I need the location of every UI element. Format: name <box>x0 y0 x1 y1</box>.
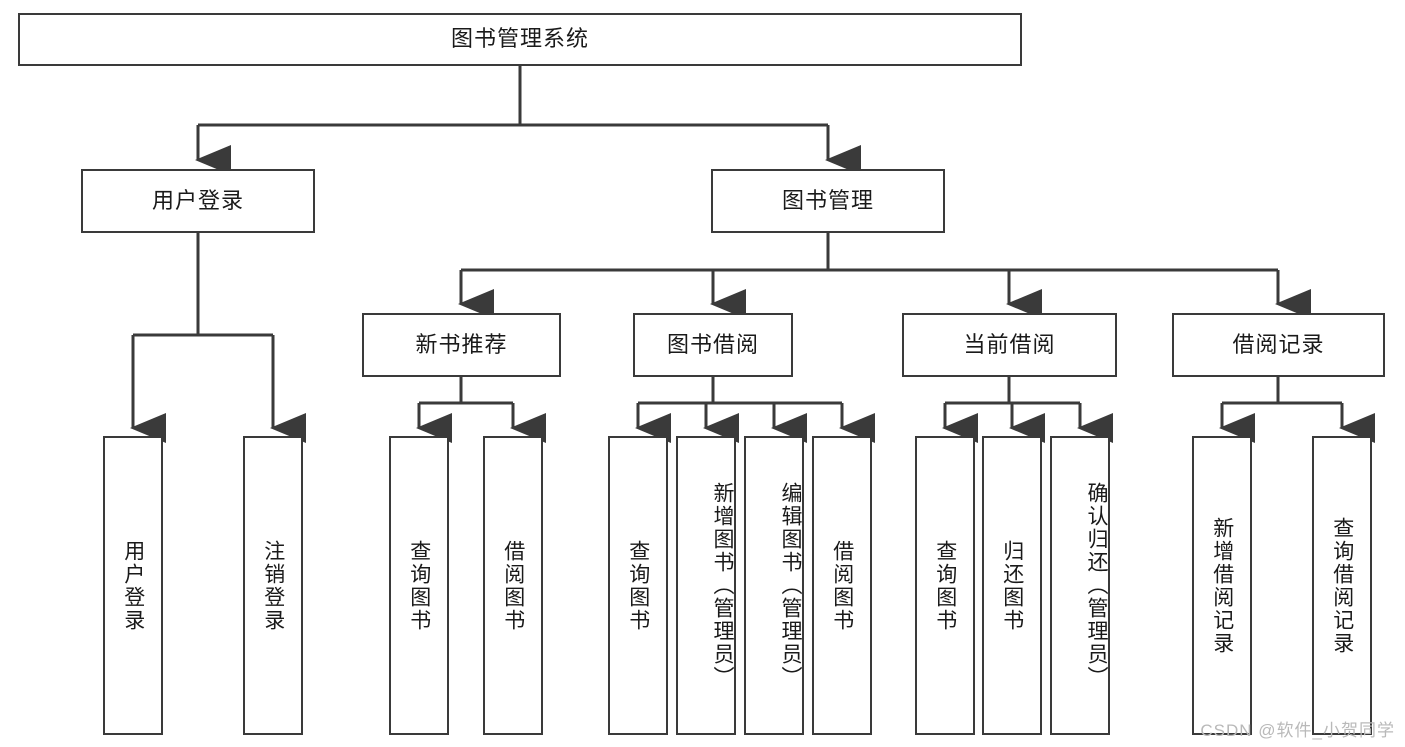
node-label: 新书推荐 <box>415 331 508 357</box>
leaf-new-book-borrow-book[interactable]: 借阅图书 <box>483 436 543 735</box>
leaf-book-borrow-borrow-book[interactable]: 借阅图书 <box>812 436 872 735</box>
leaf-current-borrow-return-book[interactable]: 归还图书 <box>982 436 1042 735</box>
node-book-borrow[interactable]: 图书借阅 <box>633 313 793 377</box>
node-borrow-record[interactable]: 借阅记录 <box>1172 313 1385 377</box>
node-label: 用户登录 <box>121 539 145 632</box>
node-label: 查询借阅记录 <box>1330 516 1354 655</box>
watermark-text: CSDN @软件_小贺同学 <box>1200 721 1395 740</box>
node-label: 确认归还（管理员） <box>1085 482 1108 689</box>
node-label: 图书管理 <box>781 187 874 213</box>
node-label: 借阅图书 <box>501 539 525 632</box>
leaf-book-borrow-edit-book-admin[interactable]: 编辑图书（管理员） <box>744 436 804 735</box>
node-label: 查询图书 <box>626 539 650 632</box>
node-label: 查询图书 <box>407 539 431 632</box>
leaf-borrow-record-add-record[interactable]: 新增借阅记录 <box>1192 436 1252 735</box>
node-book-management[interactable]: 图书管理 <box>711 169 945 233</box>
node-label: 借阅图书 <box>830 539 854 632</box>
node-user-login[interactable]: 用户登录 <box>81 169 315 233</box>
leaf-book-borrow-add-book-admin[interactable]: 新增图书（管理员） <box>676 436 736 735</box>
node-root-book-management-system[interactable]: 图书管理系统 <box>18 13 1022 66</box>
node-label: 编辑图书（管理员） <box>779 482 802 689</box>
node-label: 新增借阅记录 <box>1210 516 1234 655</box>
node-label: 注销登录 <box>261 539 285 632</box>
node-label: 新增图书（管理员） <box>711 482 734 689</box>
node-label: 查询图书 <box>933 539 957 632</box>
leaf-current-borrow-confirm-return-admin[interactable]: 确认归还（管理员） <box>1050 436 1110 735</box>
node-current-borrow[interactable]: 当前借阅 <box>902 313 1117 377</box>
node-label: 用户登录 <box>151 187 244 213</box>
node-label: 归还图书 <box>1000 539 1024 632</box>
leaf-new-book-query-book[interactable]: 查询图书 <box>389 436 449 735</box>
node-new-book-recommend[interactable]: 新书推荐 <box>362 313 561 377</box>
node-label: 图书管理系统 <box>450 26 589 52</box>
node-label: 当前借阅 <box>963 331 1056 357</box>
leaf-current-borrow-query-book[interactable]: 查询图书 <box>915 436 975 735</box>
leaf-user-login-logout[interactable]: 注销登录 <box>243 436 303 735</box>
node-label: 借阅记录 <box>1232 331 1325 357</box>
leaf-book-borrow-query-book[interactable]: 查询图书 <box>608 436 668 735</box>
leaf-user-login-login[interactable]: 用户登录 <box>103 436 163 735</box>
leaf-borrow-record-query-record[interactable]: 查询借阅记录 <box>1312 436 1372 735</box>
node-label: 图书借阅 <box>666 331 759 357</box>
